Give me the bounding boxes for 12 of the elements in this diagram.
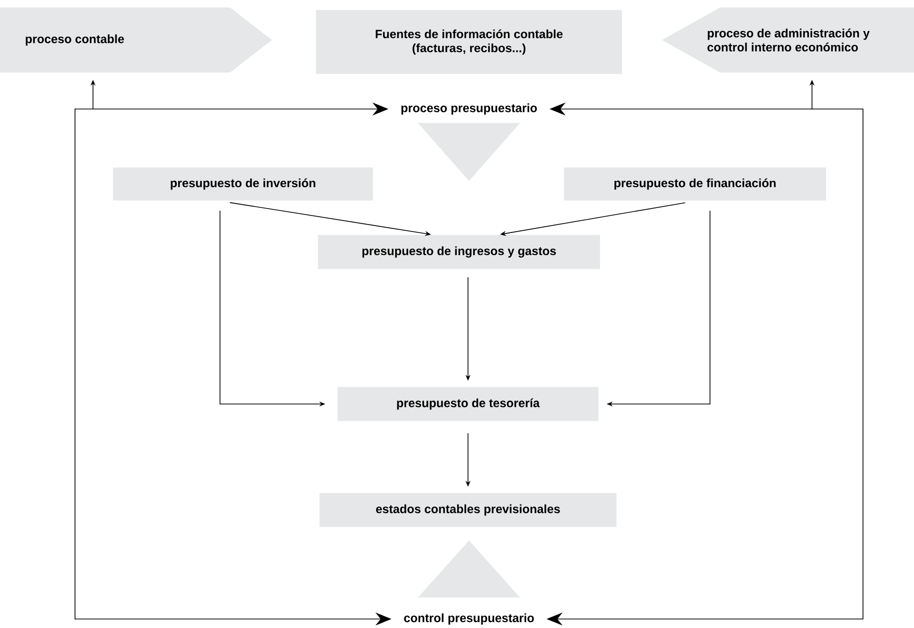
process-box: presupuesto de inversión [113, 168, 373, 200]
flow-label: proceso presupuestario [401, 103, 537, 115]
arrow-box: proceso contable [0, 8, 272, 72]
process-box: presupuesto de tesorería [338, 387, 598, 421]
triangle [418, 123, 520, 181]
process-box: presupuesto de financiación [564, 168, 826, 200]
flow-label: control presupuestario [404, 613, 534, 625]
arrow-box: proceso de administración y control interno económico [662, 8, 914, 72]
process-box: presupuesto de ingresos y gastos [318, 235, 600, 269]
process-box: estados contables previsionales [320, 493, 616, 527]
process-box: Fuentes de información contable (facturas, recibos...) [316, 10, 622, 74]
triangle [418, 540, 520, 598]
